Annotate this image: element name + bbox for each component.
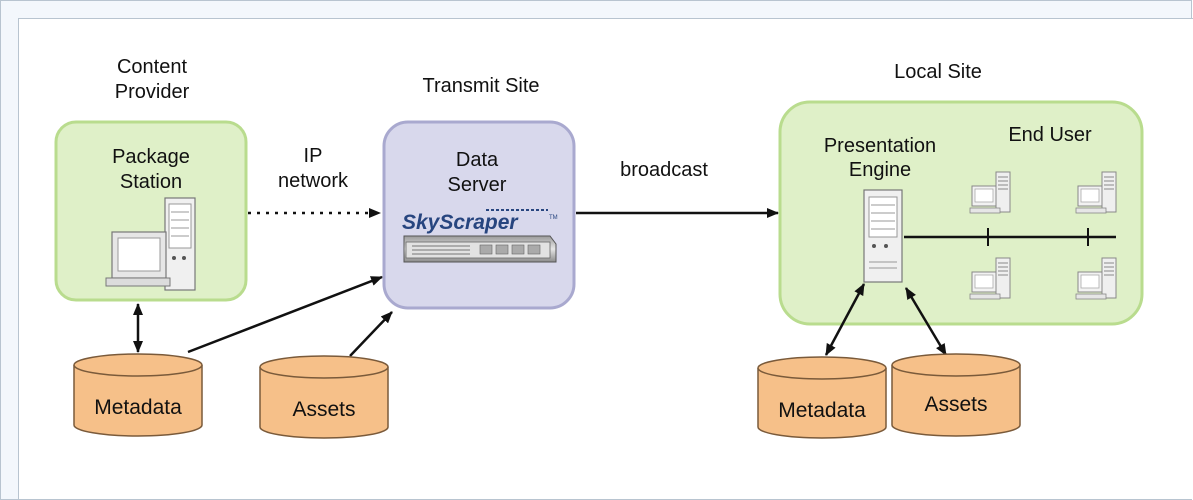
rack-server-icon	[403, 235, 557, 263]
engine-assets-arrow	[904, 287, 948, 356]
metadata-db-right: Metadata	[757, 356, 887, 439]
lan-bus	[904, 228, 1116, 246]
metadata-db-right-label: Metadata	[778, 399, 866, 422]
engine-metadata-arrow	[824, 283, 866, 356]
workstation-icon	[105, 197, 196, 291]
presentation-engine-label-line2: Engine	[849, 159, 911, 181]
skyscraper-logo: SkyScraper TM	[402, 209, 558, 234]
svg-text:TM: TM	[549, 215, 558, 221]
package-station-label-line1: Package	[112, 146, 190, 168]
presentation-engine-server-icon	[863, 189, 903, 283]
skyscraper-logo-text: SkyScraper	[402, 211, 519, 234]
content-provider-title-line1: Content	[117, 56, 187, 78]
transmit-site-title: Transmit Site	[422, 75, 539, 97]
local-site-title: Local Site	[894, 61, 982, 83]
assets-db-right: Assets	[891, 353, 1021, 437]
data-server-label-line2: Server	[448, 174, 507, 196]
presentation-engine-label-line1: Presentation	[824, 135, 936, 157]
metadata-db-left-label: Metadata	[94, 396, 182, 419]
content-provider-title-line2: Provider	[115, 81, 190, 103]
assets-db-right-label: Assets	[924, 393, 987, 416]
assets-db-center-label: Assets	[292, 398, 355, 421]
metadata-db-left: Metadata	[73, 353, 203, 437]
end-user-label: End User	[1008, 124, 1092, 146]
metadata-server-arrow	[187, 275, 383, 354]
package-station-box	[54, 120, 248, 302]
data-server-label-line1: Data	[456, 149, 499, 171]
broadcast-label: broadcast	[620, 159, 708, 181]
ip-network-label-line2: network	[278, 170, 349, 192]
package-station-label-line2: Station	[120, 171, 182, 193]
assets-db-center: Assets	[259, 355, 389, 439]
assets-server-arrow	[349, 311, 393, 357]
ip-network-label-line1: IP	[304, 145, 323, 167]
